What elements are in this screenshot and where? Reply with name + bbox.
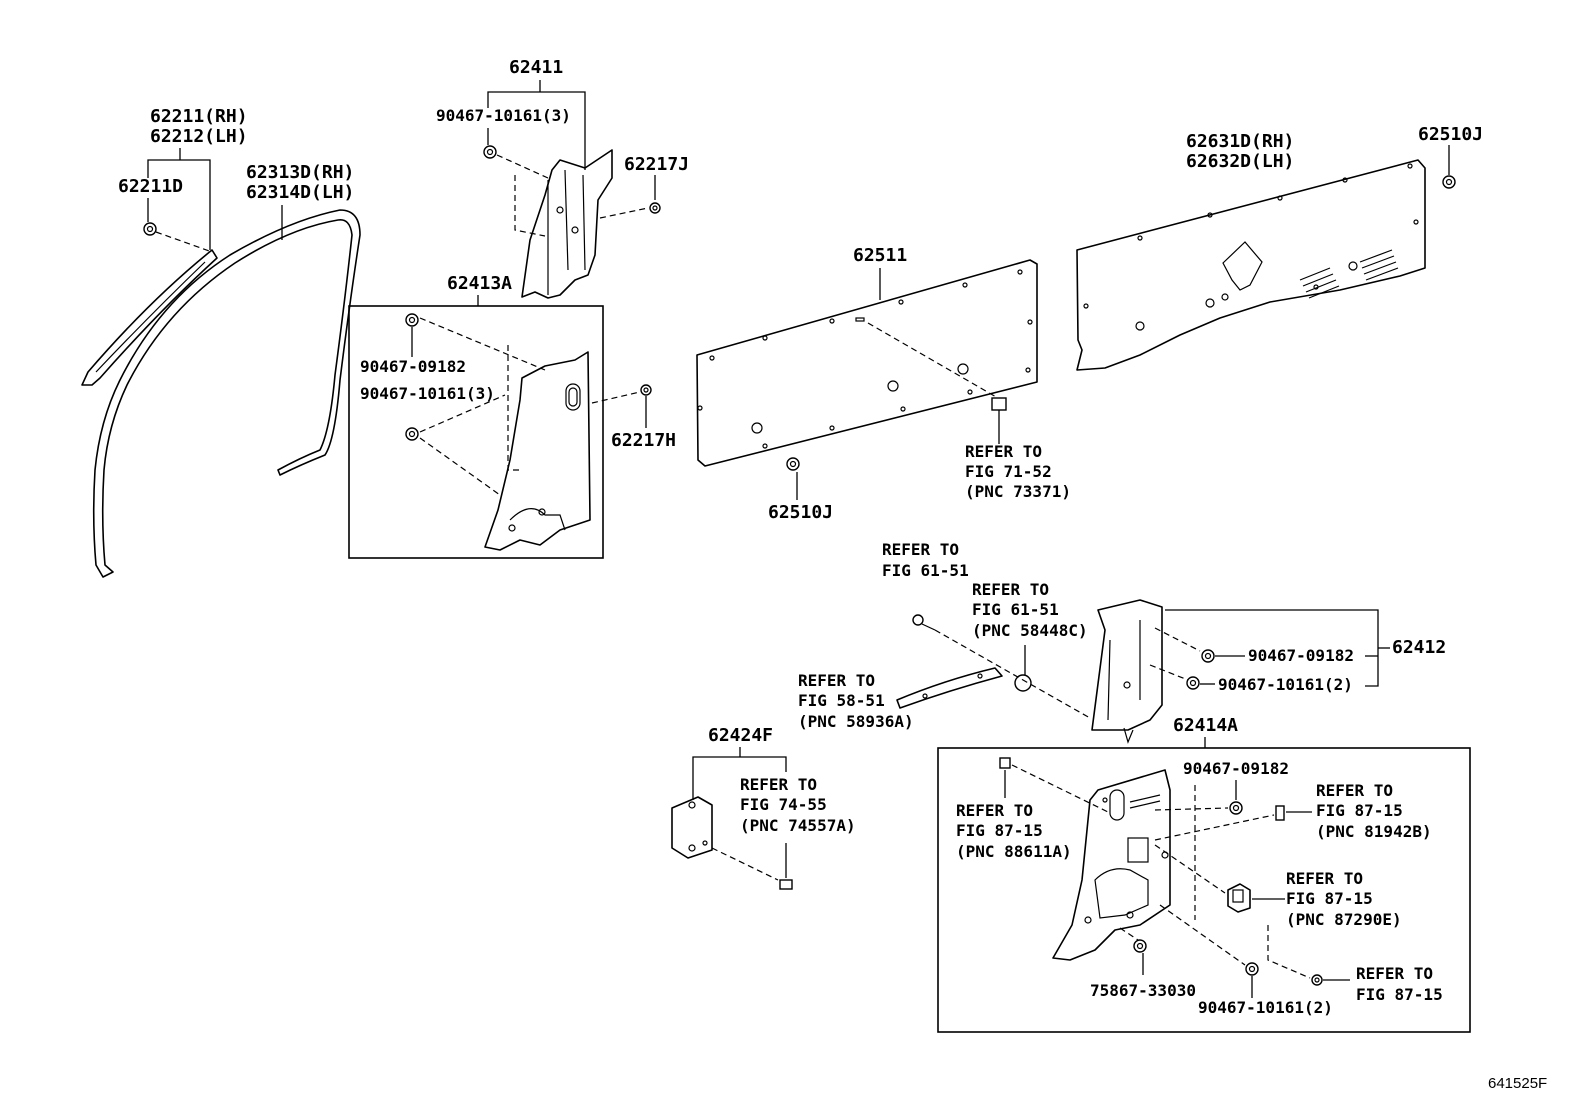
label-90467-09182-box: 90467-09182 (1183, 759, 1289, 778)
clip-90467-10161-top[interactable] (483, 145, 497, 159)
label-62632d-lh: 62632D(LH) (1186, 151, 1294, 172)
ref-87-15c-line2: FIG 87-15 (1286, 889, 1373, 908)
clip-62217j[interactable] (649, 202, 661, 214)
diagram-code: 641525F (1488, 1075, 1547, 1092)
a-pillar-garnish[interactable] (81, 249, 218, 386)
label-62313d-rh: 62313D(RH) (246, 162, 354, 183)
ref-71-52-line3: (PNC 73371) (965, 482, 1071, 501)
clip-90467-10161-box[interactable] (1245, 962, 1259, 976)
label-75867-33030: 75867-33030 (1090, 981, 1196, 1000)
label-90467-10161-3-top: 90467-10161(3) (436, 106, 571, 125)
ref-61-51b-line3: (PNC 58448C) (972, 621, 1088, 640)
clip-62217h[interactable] (640, 384, 652, 396)
ref-87-15c-line3: (PNC 87290E) (1286, 910, 1402, 929)
ref-87-15a-line2: FIG 87-15 (1316, 801, 1403, 820)
clip-90467-10161-right[interactable] (1186, 676, 1200, 690)
label-62412: 62412 (1392, 637, 1446, 658)
bolt-58448c[interactable] (912, 614, 936, 631)
label-62217h: 62217H (611, 430, 676, 451)
ref-61-51a-line1: REFER TO (882, 540, 959, 559)
ref-87-15d-line1: REFER TO (1356, 964, 1433, 983)
quarter-trim-panel-62511[interactable] (696, 259, 1038, 467)
clip-87-15-bottom[interactable] (1311, 974, 1323, 986)
clip-88611a[interactable] (999, 757, 1011, 769)
ref-58-51-line1: REFER TO (798, 671, 875, 690)
clip-90467-09182-box[interactable] (1229, 801, 1243, 815)
label-62413a: 62413A (447, 273, 512, 294)
ref-71-52-line2: FIG 71-52 (965, 462, 1052, 481)
label-62217j: 62217J (624, 154, 689, 175)
label-90467-10161-2-box: 90467-10161(2) (1198, 998, 1333, 1017)
ref-74-55-line2: FIG 74-55 (740, 795, 827, 814)
clip-81942b[interactable] (1275, 805, 1285, 821)
label-62411: 62411 (509, 57, 563, 78)
ref-58-51-line3: (PNC 58936A) (798, 712, 914, 731)
label-62510j-bottom: 62510J (768, 502, 833, 523)
box-62413a (348, 305, 604, 559)
ref-71-52-line1: REFER TO (965, 442, 1042, 461)
ref-61-51a-line2: FIG 61-51 (882, 561, 969, 580)
box-62414a (937, 747, 1471, 1033)
cover-62424f[interactable] (671, 796, 713, 859)
label-90467-10161-2-right: 90467-10161(2) (1218, 675, 1353, 694)
ref-61-51b-line2: FIG 61-51 (972, 600, 1059, 619)
label-62211d: 62211D (118, 176, 183, 197)
ref-87-15a-line3: (PNC 81942B) (1316, 822, 1432, 841)
pillar-garnish-lower-62414a[interactable] (1052, 769, 1171, 961)
clip-62510j-bottom[interactable] (786, 457, 800, 471)
clip-75867-33030[interactable] (1133, 939, 1147, 953)
label-90467-09182-left: 90467-09182 (360, 357, 466, 376)
center-pillar-garnish-upper[interactable] (521, 149, 613, 299)
bushing-58448c[interactable] (1014, 674, 1032, 692)
label-90467-10161-3-left: 90467-10161(3) (360, 384, 495, 403)
door-opening-weatherstrip[interactable] (92, 209, 361, 578)
center-pillar-garnish-lower[interactable] (484, 351, 591, 551)
ref-87-15a-line1: REFER TO (1316, 781, 1393, 800)
pillar-garnish-62412[interactable] (1091, 599, 1163, 744)
label-62314d-lh: 62314D(LH) (246, 182, 354, 203)
clip-90467-09182-right[interactable] (1201, 649, 1215, 663)
clip-62211d[interactable] (143, 222, 157, 236)
clip-62510j-top[interactable] (1442, 175, 1456, 189)
ref-74-55-line3: (PNC 74557A) (740, 816, 856, 835)
label-62211-rh: 62211(RH) (150, 106, 248, 127)
hook-73371[interactable] (991, 397, 1007, 411)
label-62631d-rh: 62631D(RH) (1186, 131, 1294, 152)
label-62511: 62511 (853, 245, 907, 266)
strap-58936a[interactable] (896, 667, 1003, 709)
connector-87290e[interactable] (1227, 883, 1251, 913)
ref-61-51b-line1: REFER TO (972, 580, 1049, 599)
label-62414a: 62414A (1173, 715, 1238, 736)
label-62212-lh: 62212(LH) (150, 126, 248, 147)
ref-58-51-line2: FIG 58-51 (798, 691, 885, 710)
ref-87-15c-line1: REFER TO (1286, 869, 1363, 888)
roof-side-panel-62631d[interactable] (1076, 159, 1426, 371)
label-90467-09182-right: 90467-09182 (1248, 646, 1354, 665)
label-62510j-top: 62510J (1418, 124, 1483, 145)
label-62424f: 62424F (708, 725, 773, 746)
ref-87-15b-line1: REFER TO (956, 801, 1033, 820)
ref-87-15d-line2: FIG 87-15 (1356, 985, 1443, 1004)
clip-90467-09182-left[interactable] (405, 313, 419, 327)
ref-87-15b-line3: (PNC 88611A) (956, 842, 1072, 861)
part-74557a[interactable] (779, 879, 793, 890)
ref-87-15b-line2: FIG 87-15 (956, 821, 1043, 840)
ref-74-55-line1: REFER TO (740, 775, 817, 794)
clip-90467-10161-left[interactable] (405, 427, 419, 441)
